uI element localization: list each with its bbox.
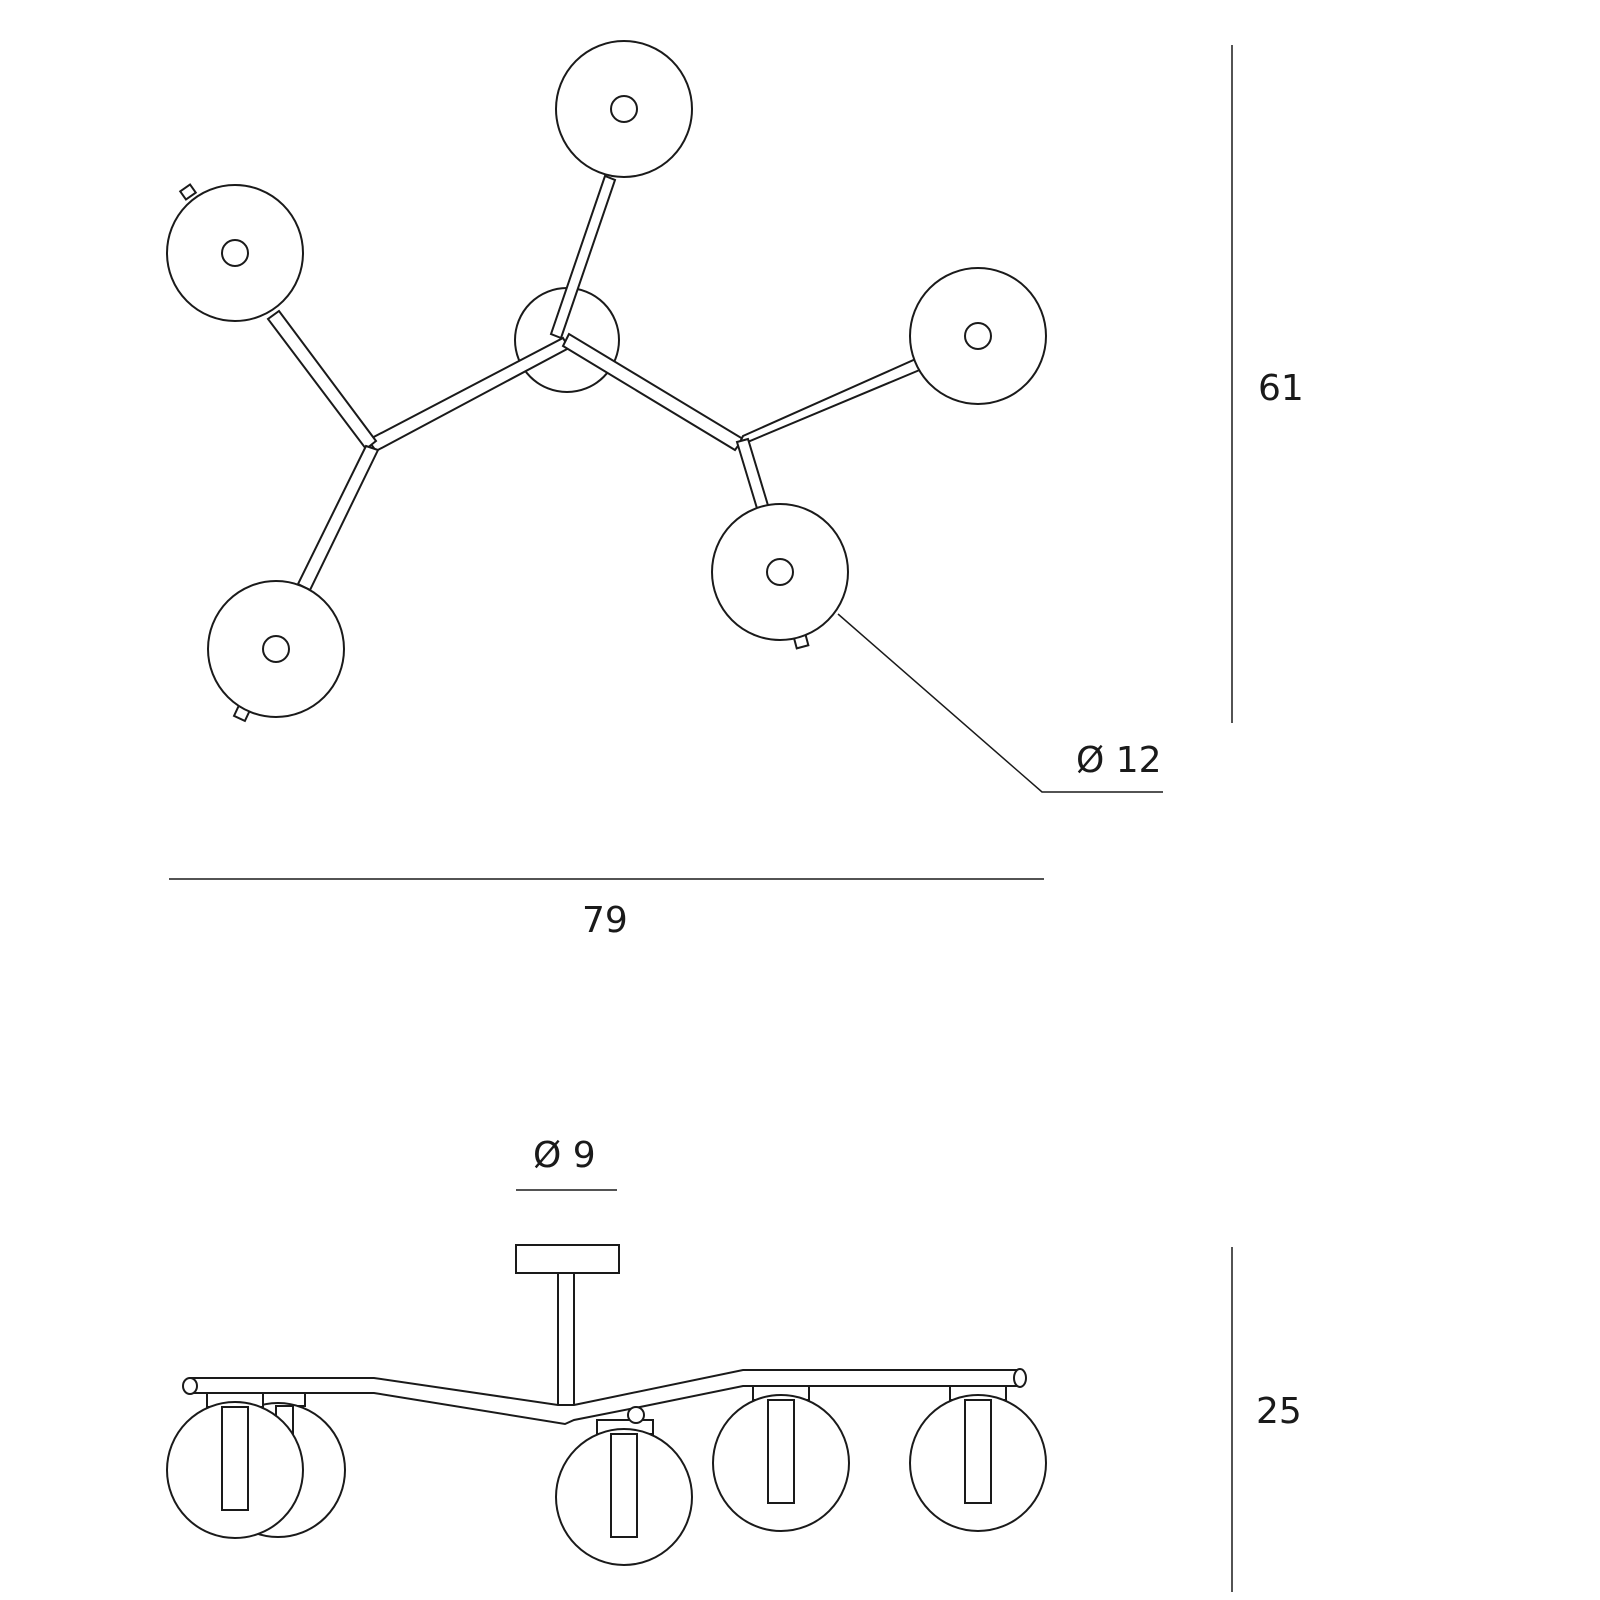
globe-socket	[766, 558, 794, 586]
arm-center-right-junction	[561, 332, 745, 452]
globe-diameter-leader	[837, 613, 1163, 793]
side-globe-2	[555, 1406, 693, 1566]
globe-knob	[627, 1406, 645, 1424]
arm-center-top	[549, 174, 617, 340]
arm-right-upper	[735, 356, 924, 448]
globe-bulb	[610, 1433, 638, 1538]
globe-bulb	[767, 1399, 795, 1504]
top-globe-1	[166, 183, 304, 322]
globe-tab	[178, 183, 198, 201]
height-top-label: 61	[1258, 368, 1304, 409]
top-view	[166, 40, 1163, 793]
globe-diameter-label: Ø 12	[1076, 740, 1162, 781]
globe-socket	[262, 635, 290, 663]
top-globe-5	[711, 503, 849, 650]
side-view: Ø 9	[166, 1135, 1047, 1566]
top-globe-2	[555, 40, 693, 178]
top-globe-4	[207, 580, 345, 723]
globe-socket	[964, 322, 992, 350]
globe-bulb	[964, 1399, 992, 1504]
side-globe-3	[712, 1385, 850, 1532]
canopy-diameter-label: Ø 9	[533, 1135, 596, 1176]
side-arm-end-left	[182, 1377, 198, 1395]
globe-bulb	[221, 1406, 249, 1511]
side-globe-1	[166, 1392, 304, 1539]
side-canopy-plate	[515, 1244, 620, 1274]
side-arm-bar	[189, 1369, 1021, 1426]
height-side-label: 25	[1256, 1391, 1302, 1432]
width-label: 79	[582, 900, 628, 941]
side-globe-4	[909, 1385, 1047, 1532]
arm-left-upper	[266, 309, 378, 451]
top-globe-3	[909, 267, 1047, 405]
arm-center-left-junction	[366, 336, 571, 453]
globe-socket	[610, 95, 638, 123]
arm-right-lower	[735, 437, 772, 517]
side-arm-end-right	[1013, 1368, 1027, 1388]
globe-socket	[221, 239, 249, 267]
side-stem	[557, 1272, 575, 1406]
arm-left-lower	[296, 444, 380, 592]
